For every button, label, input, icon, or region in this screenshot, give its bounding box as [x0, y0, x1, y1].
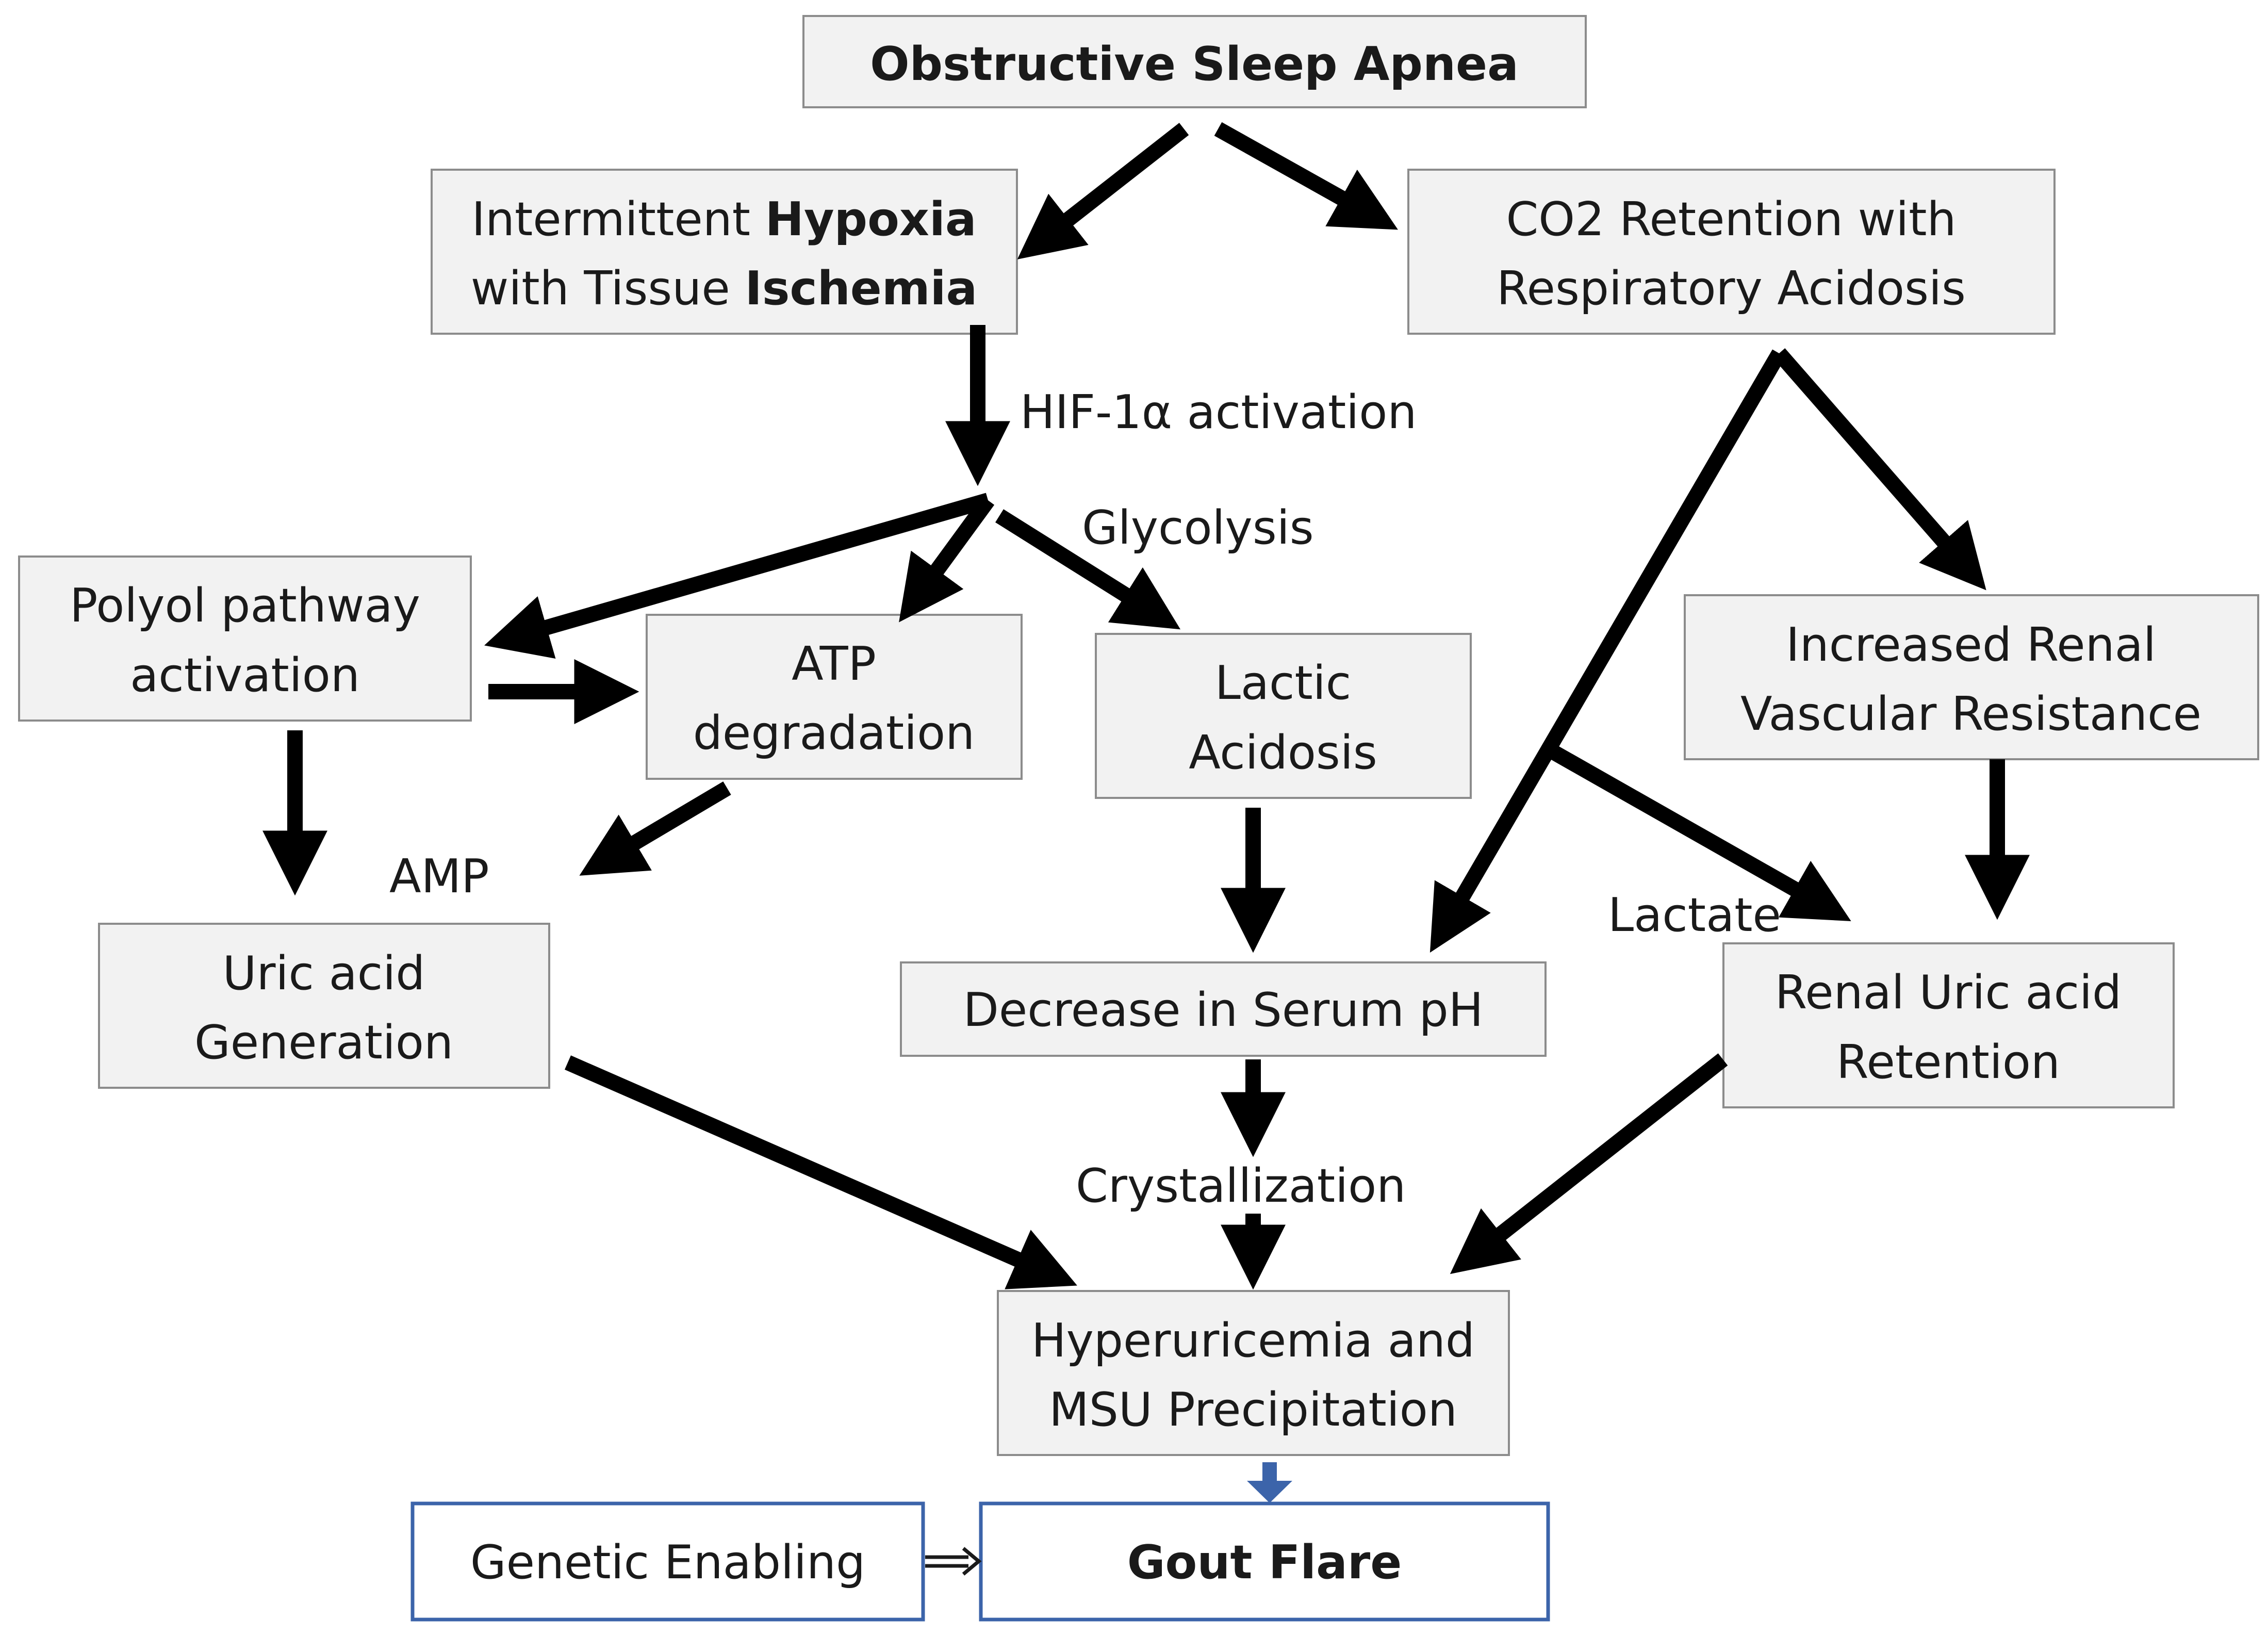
node-label: Decrease in Serum pH: [963, 983, 1484, 1037]
node-label-line1: Hyperuricemia and: [1031, 1314, 1475, 1368]
arrow-co2-to-renal-vascular: [1773, 348, 1986, 591]
node-label-line1: Uric acid: [223, 946, 425, 1001]
node-label-line2: Generation: [194, 1016, 453, 1070]
node-gout-flare: Gout Flare: [979, 1501, 1550, 1622]
node-label-line2: Respiratory Acidosis: [1497, 261, 1966, 316]
node-label-line2: Retention: [1836, 1035, 2060, 1089]
node-label-line2: MSU Precipitation: [1049, 1383, 1457, 1437]
node-label-line1: Polyol pathway: [70, 579, 420, 633]
label-hif-activation: HIF-1α activation: [1020, 385, 1417, 439]
node-lactic-acidosis: Lactic Acidosis: [1095, 633, 1472, 799]
arrow-hyperuricemia-to-gout: [1247, 1462, 1292, 1503]
label-glycolysis: Glycolysis: [1082, 501, 1314, 555]
arrow-atp-to-amp: [579, 781, 731, 876]
arrow-osa-to-co2: [1214, 122, 1398, 230]
node-label: Obstructive Sleep Apnea: [870, 37, 1519, 91]
node-intermittent-hypoxia: Intermittent Hypoxia with Tissue Ischemi…: [431, 169, 1018, 335]
arrow-renal-retention-to-hyperuricemia: [1450, 1053, 1728, 1274]
arrow-hif-to-atp: [899, 496, 995, 623]
arrow-glycolysis-to-lactic: [995, 509, 1181, 630]
node-label-line1: Lactic: [1215, 656, 1352, 710]
node-label-line2: with Tissue Ischemia: [471, 261, 977, 316]
node-uric-acid-generation: Uric acid Generation: [98, 923, 550, 1089]
arrow-hif-to-polyol: [484, 493, 991, 659]
arrow-uric-generation-to-hyperuricemia: [564, 1055, 1077, 1289]
node-label-line2: activation: [130, 648, 360, 702]
node-genetic-enabling: Genetic Enabling: [410, 1501, 925, 1622]
node-label-line1: CO2 Retention with: [1506, 192, 1956, 247]
arrow-genetic-to-gout: [925, 1547, 982, 1576]
node-label-line2: Acidosis: [1189, 726, 1377, 780]
label-amp: AMP: [389, 849, 489, 904]
node-label-line1: Increased Renal: [1786, 618, 2156, 672]
node-label-line2: Vascular Resistance: [1740, 687, 2201, 741]
arrow-co2-to-serum-ph: [1429, 349, 1786, 953]
node-label-line1: Renal Uric acid: [1775, 966, 2122, 1020]
node-label-line1: ATP: [792, 637, 876, 691]
node-decrease-in-serum-ph: Decrease in Serum pH: [900, 961, 1547, 1057]
node-atp-degradation: ATP degradation: [646, 614, 1023, 780]
node-label-line1: Intermittent Hypoxia: [471, 192, 976, 247]
label-lactate: Lactate: [1608, 888, 1781, 942]
arrow-osa-to-hypoxia: [1017, 123, 1189, 259]
node-hyperuricemia-msu-precipitation: Hyperuricemia and MSU Precipitation: [997, 1290, 1510, 1456]
node-polyol-pathway: Polyol pathway activation: [18, 555, 472, 722]
node-label-line2: degradation: [693, 706, 975, 760]
label-crystallization: Crystallization: [1076, 1159, 1406, 1213]
node-obstructive-sleep-apnea: Obstructive Sleep Apnea: [802, 15, 1587, 108]
node-increased-renal-vascular-resistance: Increased Renal Vascular Resistance: [1684, 594, 2259, 760]
node-renal-uric-acid-retention: Renal Uric acid Retention: [1722, 942, 2175, 1108]
arrow-lactate-to-renal-retention: [1546, 743, 1851, 921]
node-label: Genetic Enabling: [470, 1535, 865, 1590]
node-co2-retention: CO2 Retention with Respiratory Acidosis: [1407, 169, 2056, 335]
node-label: Gout Flare: [1127, 1535, 1402, 1590]
